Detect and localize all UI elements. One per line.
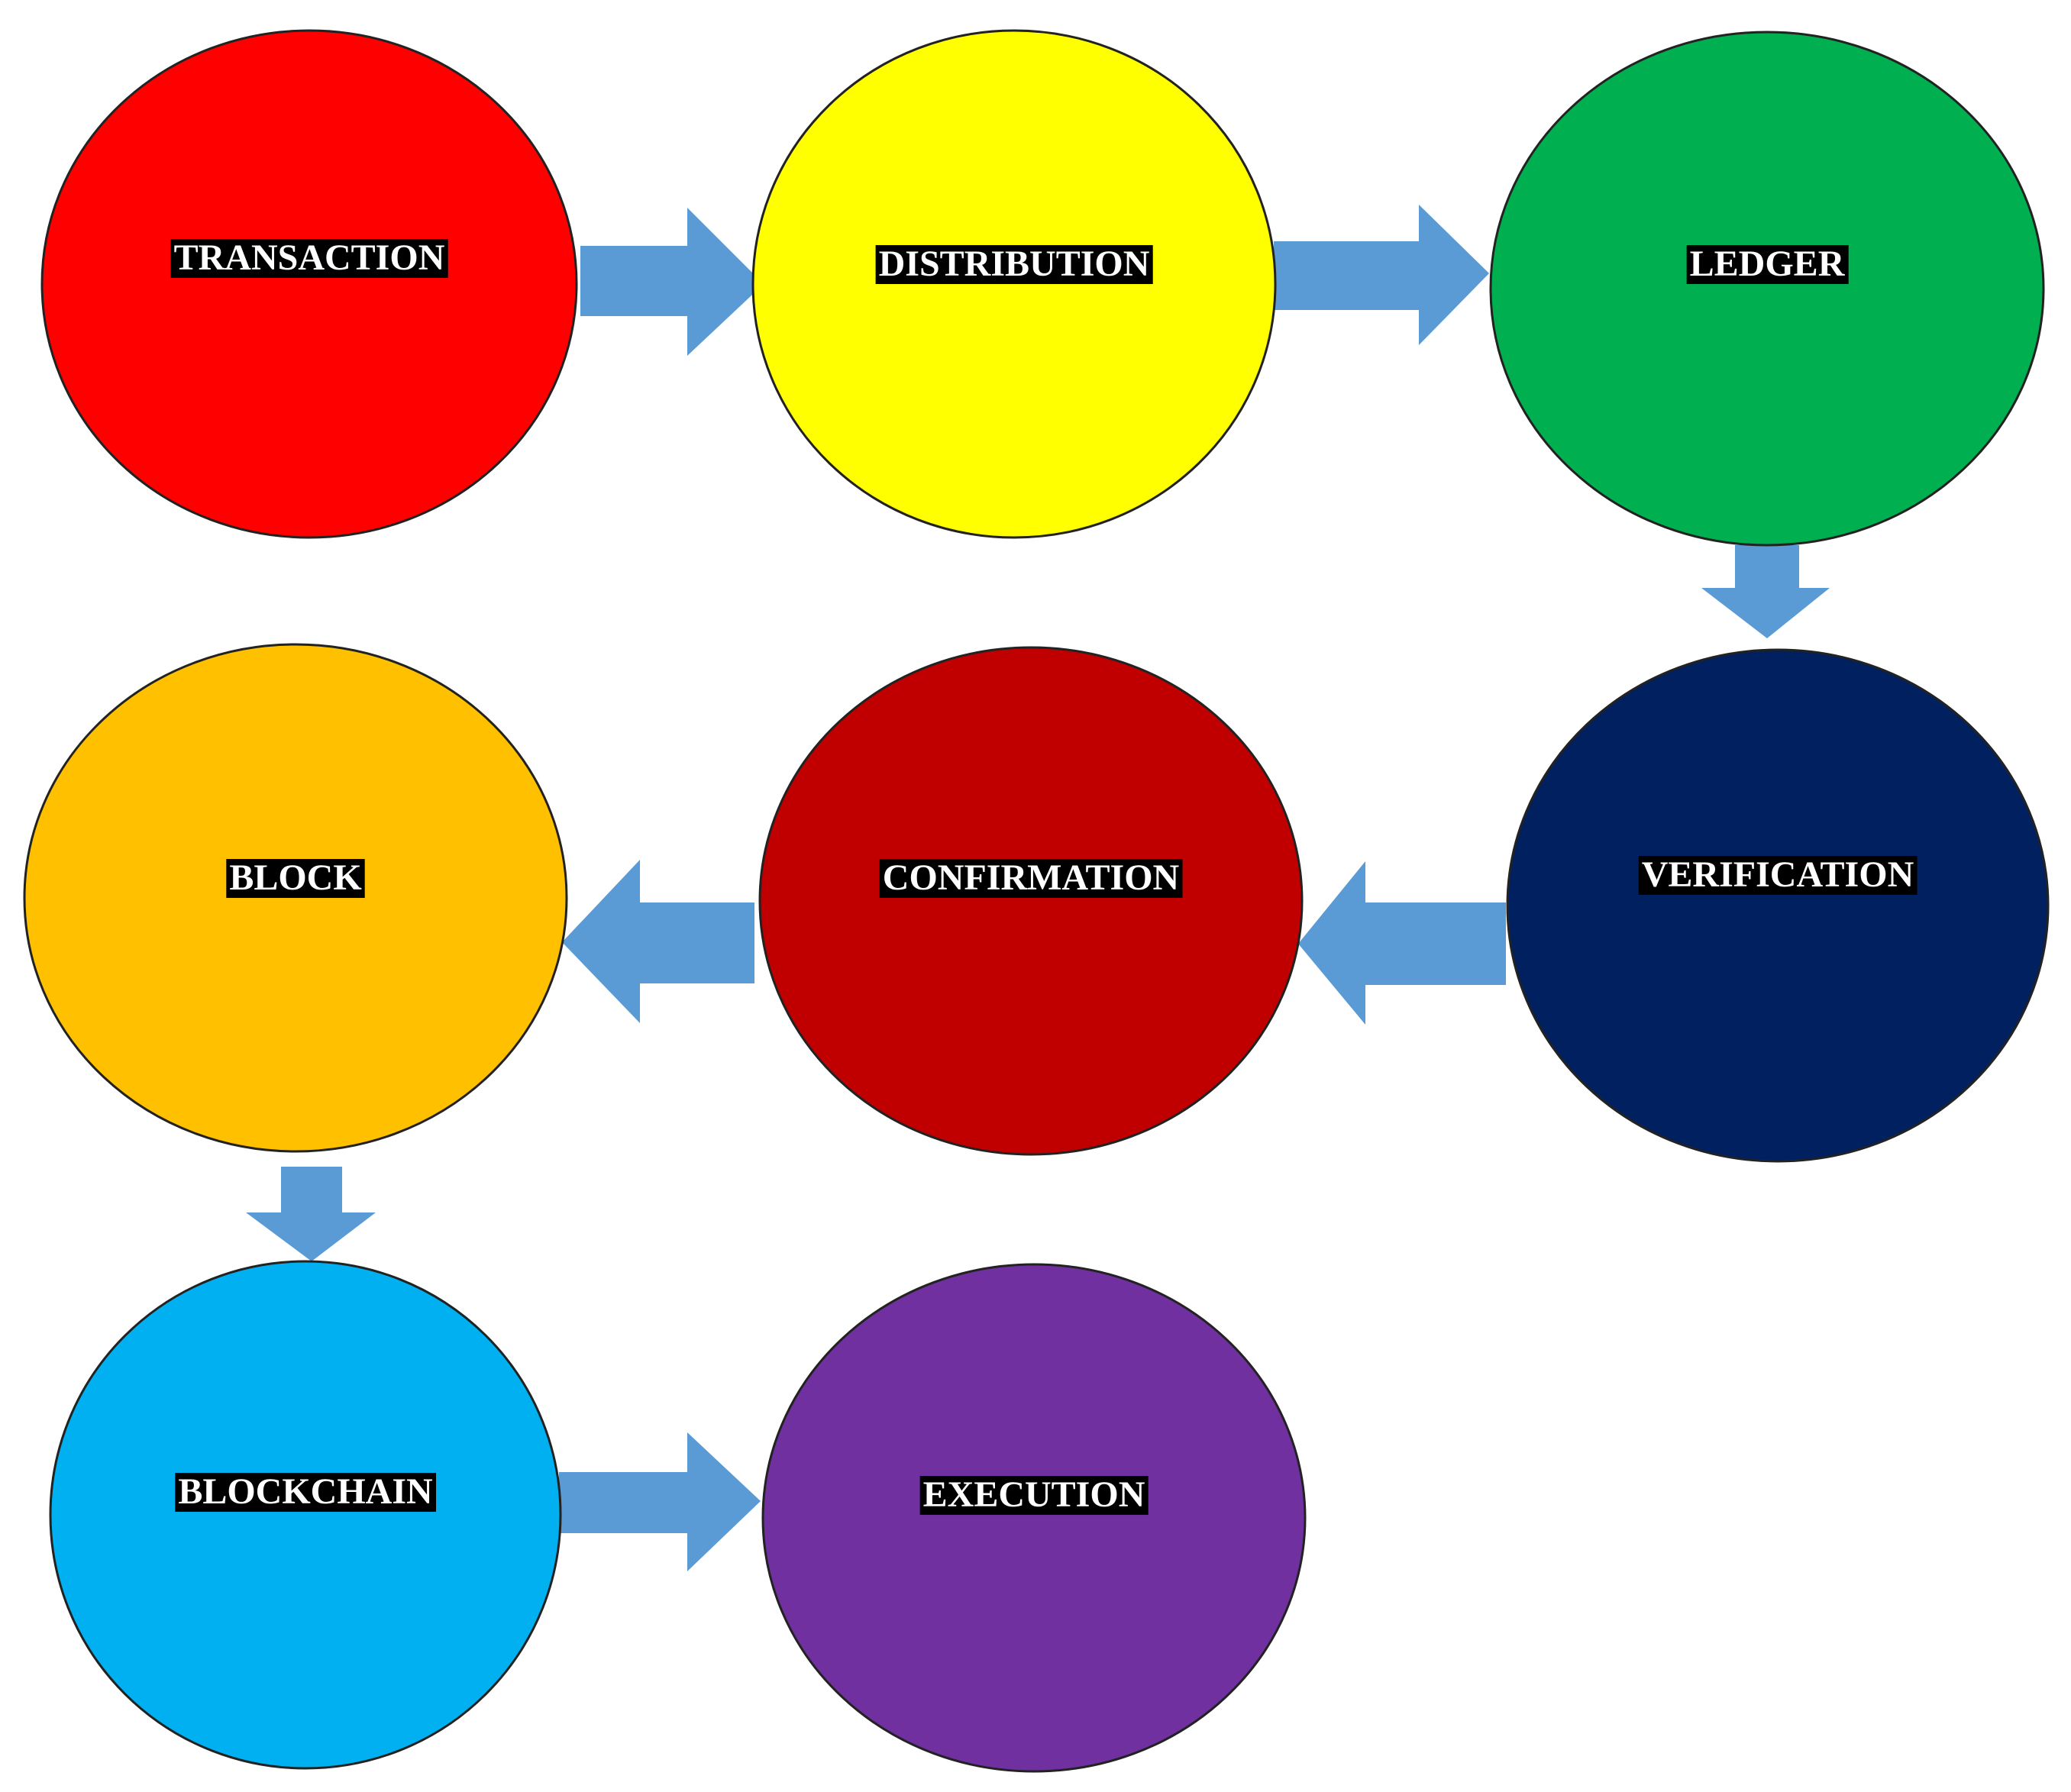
node-blockchain: BLOCKCHAIN	[49, 1260, 562, 1770]
node-transaction-label: TRANSACTION	[174, 237, 445, 278]
node-verification-label-bg	[1638, 856, 1918, 896]
node-ledger-label: LEDGER	[1690, 244, 1846, 284]
arrow-transaction-to-distribution	[580, 208, 764, 356]
nodes-layer: TRANSACTION DISTRIBUTION LEDGER VERIFICATIO…	[23, 29, 2050, 1773]
node-execution-circle	[761, 1263, 1307, 1773]
node-verification-label: VERIFICATION	[1642, 854, 1914, 895]
node-distribution-label-bg	[875, 245, 1153, 285]
arrow-verification-to-confirmation	[1298, 861, 1506, 1025]
node-block-label: BLOCK	[229, 857, 361, 898]
node-execution-label: EXECUTION	[923, 1474, 1145, 1515]
node-transaction: TRANSACTION	[40, 29, 578, 539]
node-verification: VERIFICATION	[1506, 648, 2050, 1163]
node-block-label-bg	[226, 859, 365, 899]
node-ledger: LEDGER	[1489, 31, 2045, 547]
arrow-blockchain-to-execution	[559, 1432, 761, 1571]
node-confirmation-circle	[758, 646, 1304, 1156]
node-verification-circle	[1506, 648, 2050, 1163]
node-ledger-circle	[1489, 31, 2045, 547]
node-ledger-label-bg	[1686, 245, 1849, 285]
node-execution-label-bg	[919, 1476, 1149, 1516]
arrow-confirmation-to-block	[562, 860, 754, 1023]
arrow-ledger-to-verification	[1701, 545, 1830, 638]
node-transaction-label-bg	[170, 239, 448, 279]
node-transaction-circle	[40, 29, 578, 539]
node-blockchain-label: BLOCKCHAIN	[178, 1471, 433, 1512]
node-blockchain-circle	[49, 1260, 562, 1770]
node-block: BLOCK	[23, 643, 568, 1153]
arrows-layer	[246, 205, 1830, 1571]
node-blockchain-label-bg	[175, 1473, 437, 1513]
node-execution: EXECUTION	[761, 1263, 1307, 1773]
arrow-block-to-blockchain	[246, 1167, 376, 1261]
arrow-distribution-to-ledger	[1274, 205, 1489, 345]
node-confirmation-label: CONFIRMATION	[883, 857, 1180, 898]
node-distribution-label: DISTRIBUTION	[879, 244, 1150, 284]
node-confirmation: CONFIRMATION	[758, 646, 1304, 1156]
node-distribution: DISTRIBUTION	[751, 29, 1277, 539]
node-confirmation-label-bg	[879, 859, 1183, 899]
